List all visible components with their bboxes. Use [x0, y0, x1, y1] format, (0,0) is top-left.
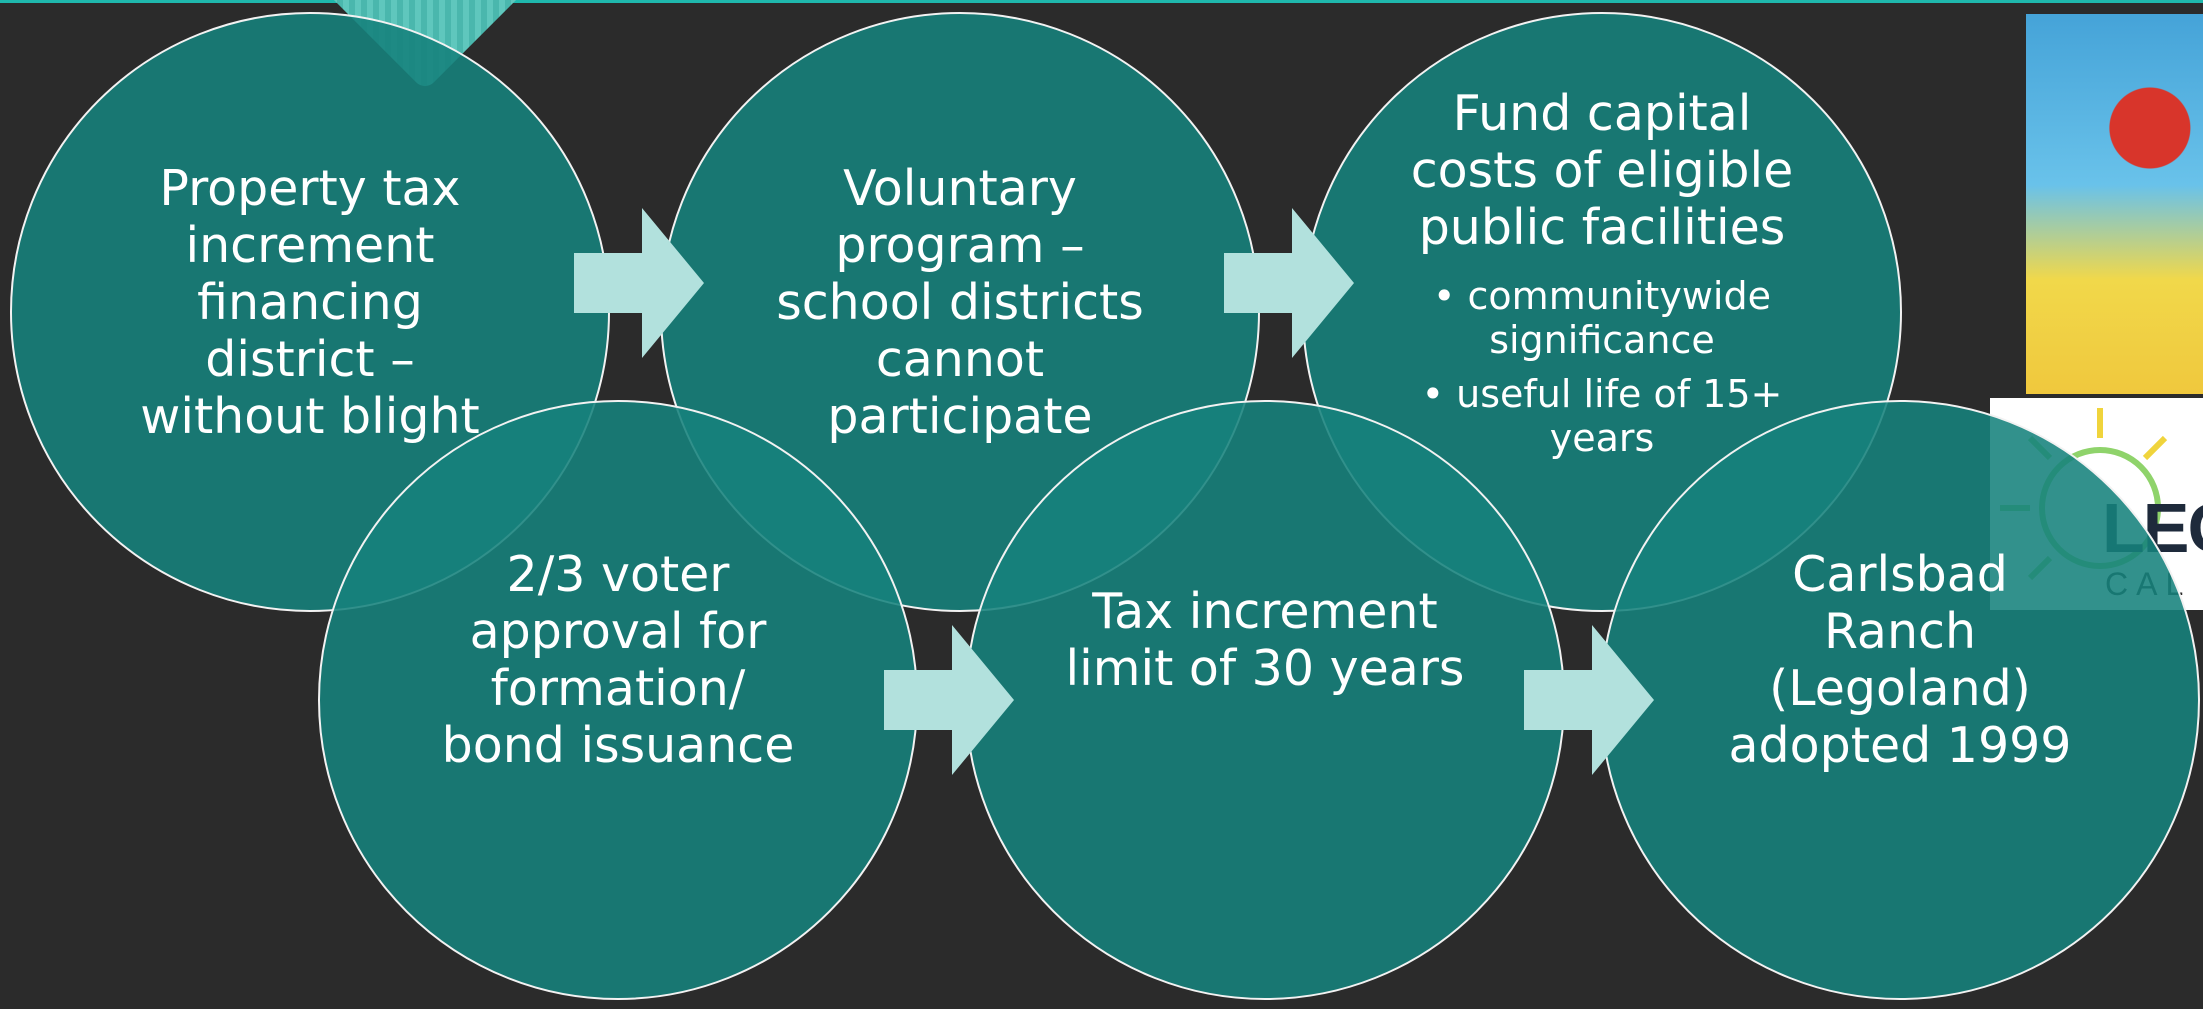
- bullet-item: useful life of 15+ years: [1402, 372, 1802, 460]
- step-5-text: Tax increment limit of 30 years: [1065, 583, 1465, 697]
- step-circle-6: Carlsbad Ranch (Legoland) adopted 1999: [1600, 400, 2200, 1000]
- step-circle-5: Tax increment limit of 30 years: [965, 400, 1565, 1000]
- bullet-item: communitywide significance: [1402, 274, 1802, 362]
- step-6-text: Carlsbad Ranch (Legoland) adopted 1999: [1728, 546, 2072, 774]
- arrow-right-icon: [1524, 625, 1654, 775]
- arrow-right-icon: [574, 208, 704, 358]
- legoland-poster-image: [2026, 14, 2203, 394]
- step-3-bullets: communitywide significance useful life o…: [1402, 274, 1802, 470]
- step-1-text: Property tax increment financing distric…: [140, 159, 480, 445]
- step-2-text: Voluntary program – school districts can…: [776, 159, 1144, 445]
- arrow-right-icon: [884, 625, 1014, 775]
- step-circle-4: 2/3 voter approval for formation/ bond i…: [318, 400, 918, 1000]
- step-4-text: 2/3 voter approval for formation/ bond i…: [441, 546, 795, 774]
- top-accent-line: [0, 0, 2203, 3]
- step-3-text: Fund capital costs of eligible public fa…: [1410, 84, 1794, 256]
- arrow-right-icon: [1224, 208, 1354, 358]
